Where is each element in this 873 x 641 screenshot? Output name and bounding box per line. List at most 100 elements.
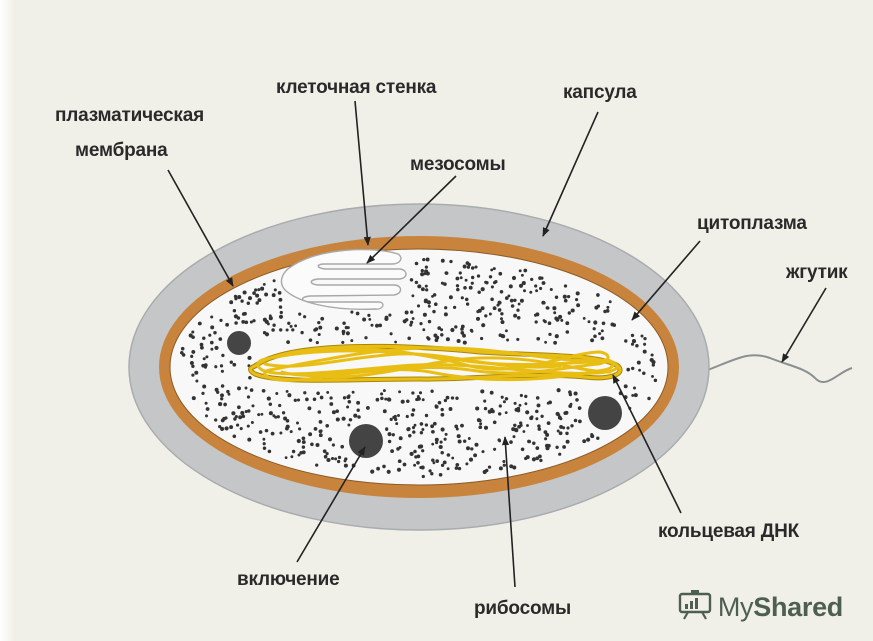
ribosome-dot <box>583 317 586 320</box>
ribosome-dot <box>506 339 509 342</box>
ribosome-dot <box>279 432 282 435</box>
ribosome-dot <box>513 299 516 302</box>
ribosome-dot <box>329 402 333 406</box>
ribosome-dot <box>390 332 393 335</box>
ribosome-dot <box>190 355 193 358</box>
ribosome-dot <box>441 408 444 411</box>
ribosome-dot <box>230 361 233 364</box>
ribosome-dot <box>565 411 569 415</box>
ribosome-dot <box>541 301 545 305</box>
ribosome-dot <box>263 283 266 286</box>
ribosome-dot <box>415 281 418 284</box>
ribosome-dot <box>505 411 508 414</box>
ribosome-dot <box>282 411 285 414</box>
ribosome-dot <box>216 391 219 394</box>
ribosome-dot <box>483 400 486 403</box>
ribosome-dot <box>315 327 319 331</box>
ribosome-dot <box>315 463 318 466</box>
ribosome-dot <box>328 437 332 441</box>
ribosome-dot <box>520 299 524 303</box>
label-capsule: капсула <box>563 82 637 103</box>
ribosome-dot <box>325 452 328 455</box>
ribosome-dot <box>455 463 459 467</box>
ribosome-dot <box>512 276 516 280</box>
ribosome-dot <box>421 449 424 452</box>
ribosome-dot <box>277 415 280 418</box>
ribosome-dot <box>399 436 403 440</box>
ribosome-dot <box>264 293 268 297</box>
ribosome-dot <box>481 287 485 291</box>
ribosome-dot <box>201 364 205 368</box>
ribosome-dot <box>553 341 557 345</box>
ribosome-dot <box>593 335 597 339</box>
ribosome-dot <box>195 379 198 382</box>
ribosome-dot <box>441 282 444 285</box>
ribosome-dot <box>297 453 300 456</box>
ribosome-dot <box>434 302 438 306</box>
ribosome-dot <box>509 440 513 444</box>
ribosome-dot <box>290 455 293 458</box>
ribosome-dot <box>422 398 425 401</box>
ribosome-dot <box>297 398 300 401</box>
ribosome-dot <box>247 302 250 305</box>
ribosome-dot <box>465 279 468 282</box>
ribosome-dot <box>430 390 433 393</box>
ribosome-dot <box>259 430 263 434</box>
ribosome-dot <box>221 370 224 373</box>
ribosome-dot <box>425 414 428 417</box>
ribosome-dot <box>557 388 561 392</box>
ribosome-dot <box>181 347 185 351</box>
ribosome-dot <box>638 369 641 372</box>
ribosome-dot <box>279 315 283 319</box>
ribosome-dot <box>341 341 344 344</box>
ribosome-dot <box>463 440 466 443</box>
ribosome-dot <box>555 446 558 449</box>
ribosome-dot <box>417 304 420 307</box>
ribosome-dot <box>202 336 205 339</box>
ribosome-dot <box>555 334 559 338</box>
ribosome-dot <box>471 282 474 285</box>
ribosome-dot <box>562 445 566 449</box>
ribosome-dot <box>535 289 538 292</box>
ribosome-dot <box>564 299 568 303</box>
ribosome-dot <box>459 271 462 274</box>
ribosome-dot <box>624 384 628 388</box>
ribosome-dot <box>602 321 606 325</box>
ribosome-dot <box>340 445 344 449</box>
ribosome-dot <box>241 320 245 324</box>
ribosome-dot <box>493 448 496 451</box>
ribosome-dot <box>208 334 211 337</box>
ribosome-dot <box>493 420 497 424</box>
ribosome-dot <box>410 278 413 281</box>
ribosome-dot <box>562 426 565 429</box>
ribosome-dot <box>286 340 290 344</box>
ribosome-dot <box>257 413 260 416</box>
ribosome-dot <box>286 390 289 393</box>
ribosome-dot <box>433 334 437 338</box>
ribosome-dot <box>461 325 465 329</box>
ribosome-dot <box>485 281 488 284</box>
ribosome-dot <box>383 409 387 413</box>
ribosome-dot <box>455 277 459 281</box>
ribosome-dot <box>314 427 318 431</box>
ribosome-dot <box>352 391 355 394</box>
ribosome-dot <box>478 309 482 313</box>
ribosome-dot <box>512 466 516 470</box>
label-mesosomes: мезосомы <box>410 154 506 175</box>
ribosome-dot <box>316 341 319 344</box>
ribosome-dot <box>444 438 447 441</box>
ribosome-dot <box>560 319 563 322</box>
ribosome-dot <box>654 379 657 382</box>
ribosome-dot <box>535 410 539 414</box>
ribosome-dot <box>626 368 630 372</box>
ribosome-dot <box>233 309 236 312</box>
ribosome-dot <box>346 405 349 408</box>
ribosome-dot <box>350 339 353 342</box>
ribosome-dot <box>275 392 278 395</box>
ribosome-dot <box>539 459 542 462</box>
ribosome-dot <box>532 457 536 461</box>
ribosome-dot <box>403 463 407 467</box>
ribosome-dot <box>308 432 312 436</box>
ribosome-dot <box>388 314 391 317</box>
